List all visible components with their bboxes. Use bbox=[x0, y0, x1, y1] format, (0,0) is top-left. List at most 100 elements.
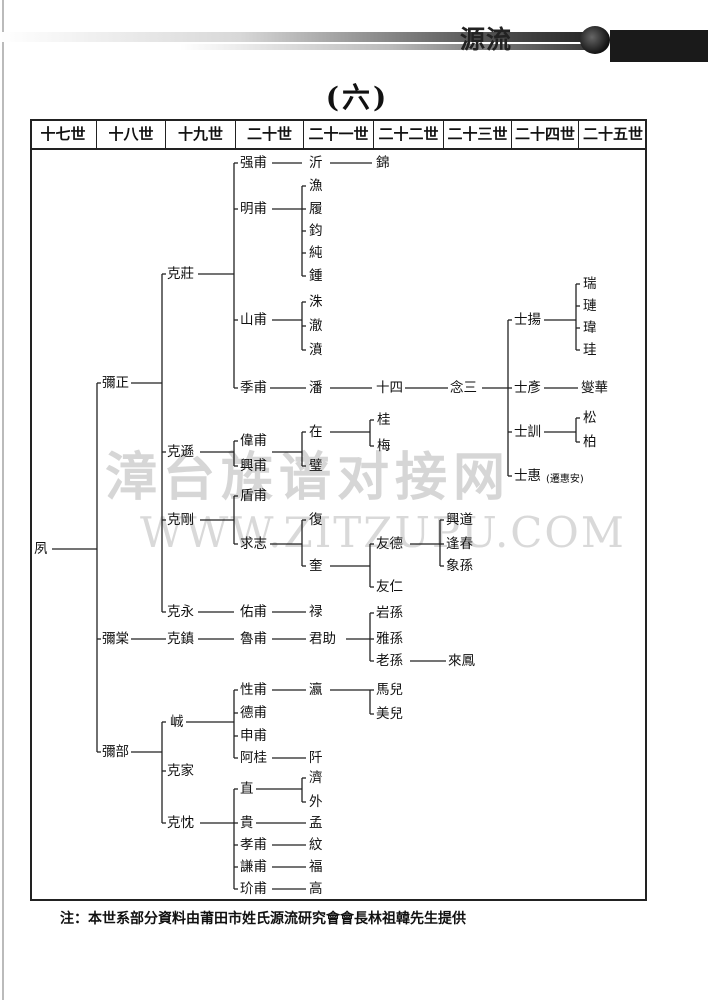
person-name: 德甫 bbox=[240, 705, 267, 721]
person-name: 瀛 bbox=[309, 682, 323, 698]
person-name: 彌部 bbox=[102, 744, 129, 760]
person-name: 季甫 bbox=[240, 380, 267, 396]
generation-header-cell: 二十四世 bbox=[512, 119, 579, 149]
person-name: 克剛 bbox=[167, 512, 194, 528]
person-name: 桂 bbox=[377, 412, 391, 428]
generation-header-cell: 二十世 bbox=[236, 119, 304, 149]
person-name: 錦 bbox=[376, 155, 390, 171]
person-name: 直 bbox=[240, 781, 254, 797]
person-name: 濟 bbox=[309, 770, 323, 786]
person-name: 求志 bbox=[240, 536, 267, 552]
person-name: 强甫 bbox=[240, 155, 267, 171]
person-name: 克莊 bbox=[167, 266, 194, 282]
person-name: 美兒 bbox=[376, 706, 403, 722]
generation-header: 十七世 十八世 十九世 二十世 二十一世 二十二世 二十三世 二十四世 二十五世 bbox=[30, 119, 647, 149]
generation-header-cell: 二十五世 bbox=[582, 125, 643, 143]
person-name: 紋 bbox=[309, 837, 323, 853]
generation-header-cell: 二十二世 bbox=[374, 119, 444, 149]
person-name: 象孫 bbox=[446, 558, 473, 574]
generation-header-cell: 二十一世 bbox=[304, 119, 374, 149]
banner-strip bbox=[0, 32, 600, 42]
person-name: 明甫 bbox=[240, 201, 267, 217]
person-name: 瑋 bbox=[583, 320, 597, 336]
person-name: 孟 bbox=[309, 815, 323, 831]
banner-black-block bbox=[610, 30, 708, 62]
header-divider bbox=[30, 148, 647, 150]
person-name: 松 bbox=[583, 410, 597, 426]
person-name: 士訓 bbox=[514, 424, 541, 440]
person-name: 貴 bbox=[240, 815, 254, 831]
person-name: 士惠 bbox=[514, 468, 541, 484]
person-name: 外 bbox=[309, 794, 323, 810]
person-name: 老孫 bbox=[376, 653, 403, 669]
person-name: 澈 bbox=[309, 318, 323, 334]
person-name: 夙 bbox=[34, 541, 48, 557]
person-name: 佑甫 bbox=[240, 604, 267, 620]
generation-header-cell: 十七世 bbox=[30, 119, 97, 149]
person-name: 高 bbox=[309, 881, 323, 897]
person-name: 克鎮 bbox=[167, 631, 194, 647]
footnote: 注：本世系部分資料由莆田市姓氏源流研究會會長林祖韓先生提供 bbox=[60, 911, 466, 927]
person-name: 君助 bbox=[309, 631, 336, 647]
generation-header-cell: 十八世 bbox=[97, 119, 166, 149]
person-name: 申甫 bbox=[240, 728, 267, 744]
person-name: 克家 bbox=[167, 763, 194, 779]
banner-strip-lower bbox=[180, 44, 600, 50]
person-name: 在 bbox=[309, 424, 323, 440]
person-name: 雅孫 bbox=[376, 631, 403, 647]
person-name: 沂 bbox=[309, 155, 323, 171]
person-name: 濆 bbox=[309, 342, 323, 358]
person-name: 克永 bbox=[167, 604, 194, 620]
person-name: 岩孫 bbox=[376, 605, 403, 621]
person-name: 興甫 bbox=[240, 458, 267, 474]
person-name: 友德 bbox=[376, 536, 403, 552]
person-name: 阿桂 bbox=[240, 750, 267, 766]
person-name: 彌棠 bbox=[102, 631, 129, 647]
person-name: 念三 bbox=[450, 380, 477, 396]
person-name: 士彥 bbox=[514, 380, 541, 396]
emblem-icon bbox=[580, 26, 610, 54]
watermark-url: WWW.ZITZUPU.COM bbox=[140, 508, 626, 557]
person-name: 禄 bbox=[309, 604, 323, 620]
person-name: 洙 bbox=[309, 294, 323, 310]
person-name: 來鳳 bbox=[448, 653, 475, 669]
person-name: 魯甫 bbox=[240, 631, 267, 647]
person-name: 復 bbox=[309, 512, 323, 528]
generation-header-cell: 十九世 bbox=[166, 119, 236, 149]
person-name: 柏 bbox=[583, 434, 597, 450]
person-name: 性甫 bbox=[240, 682, 267, 698]
person-name: 梅 bbox=[377, 438, 391, 454]
person-name: 彌正 bbox=[102, 375, 129, 391]
person-name: 盾甫 bbox=[240, 488, 267, 504]
person-name: 鍾 bbox=[309, 268, 323, 284]
generation-header-cell: 二十三世 bbox=[444, 119, 512, 149]
person-name: 璧 bbox=[309, 458, 323, 474]
migration-note: (遷惠安) bbox=[546, 474, 584, 485]
person-name: 友仁 bbox=[376, 579, 403, 595]
person-name: 興道 bbox=[446, 512, 473, 528]
person-name: 十四 bbox=[376, 380, 403, 396]
person-name: 玠甫 bbox=[240, 881, 267, 897]
person-name: 峸 bbox=[170, 714, 184, 730]
person-name: 燮華 bbox=[581, 380, 608, 396]
header-banner: 源流 bbox=[0, 8, 715, 64]
page-edge-line bbox=[2, 0, 4, 1000]
person-name: 克忱 bbox=[167, 815, 194, 831]
person-name: 福 bbox=[309, 859, 323, 875]
person-name: 履 bbox=[309, 201, 323, 217]
person-name: 純 bbox=[309, 245, 323, 261]
person-name: 漁 bbox=[309, 178, 323, 194]
person-name: 山甫 bbox=[240, 312, 267, 328]
watermark-text: 漳台族谱对接网 bbox=[105, 448, 512, 508]
person-name: 謙甫 bbox=[240, 859, 267, 875]
person-name: 克遜 bbox=[167, 444, 194, 460]
person-name: 瑞 bbox=[583, 276, 597, 292]
section-number: (六) bbox=[325, 81, 390, 114]
person-name: 逢春 bbox=[446, 536, 473, 552]
person-name: 潘 bbox=[309, 380, 323, 396]
person-name: 馬兒 bbox=[376, 682, 403, 698]
genealogy-table-frame bbox=[30, 119, 647, 901]
person-name: 奎 bbox=[309, 558, 323, 574]
person-name: 鈞 bbox=[309, 223, 323, 239]
